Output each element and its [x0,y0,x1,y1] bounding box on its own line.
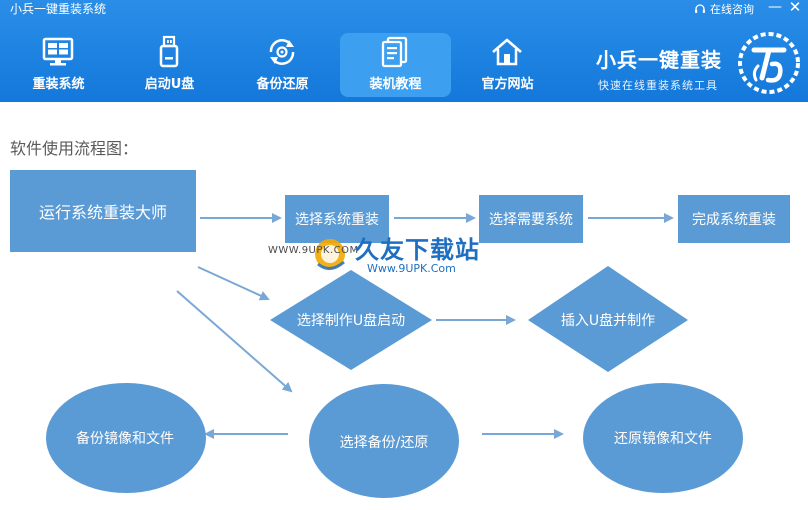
watermark-site: Www.9UPK.Com [367,262,456,275]
node-select-system-reinstall: 选择系统重装 [285,195,389,243]
home-icon [492,38,522,66]
arrow-run-to-usb [197,266,270,301]
nav-label: 备份还原 [256,77,309,92]
monitor-icon [42,37,74,66]
headset-icon [695,4,705,13]
online-consult-button[interactable]: 在线咨询 [694,2,754,16]
ellipse-backup-files [46,383,206,493]
nav-label: 启动U盘 [144,77,195,92]
backup-restore-icon [269,39,295,65]
usb-drive-icon [159,35,179,68]
node-select-needed-system: 选择需要系统 [479,195,583,243]
nav-item-install-tutorial[interactable]: 装机教程 [340,33,451,97]
nav-item-official-website[interactable]: 官方网站 [452,33,563,97]
window-title: 小兵一键重装系统 [10,2,107,16]
arrow-run-to-backup [176,290,293,393]
ellipse-restore-files [583,383,743,493]
nav-label: 重装系统 [32,77,85,92]
node-finish-reinstall: 完成系统重装 [678,195,790,243]
node-run-master: 运行系统重装大师 [10,170,196,252]
node-restore-image-files: 还原镜像和文件 [614,431,712,447]
online-consult-label: 在线咨询 [710,3,754,16]
nav-item-boot-usb[interactable]: 启动U盘 [114,33,225,97]
minimize-button[interactable]: — [768,0,782,15]
close-button[interactable]: ✕ [788,0,802,16]
ellipse-backup-restore [309,384,459,498]
node-backup-image-files: 备份镜像和文件 [76,431,174,447]
flow-diagram [46,213,743,498]
brand-slogan: 快速在线重装系统工具 [598,79,718,92]
nav-item-reinstall-system[interactable]: 重装系统 [3,33,114,97]
watermark-name: 久友下载站 [355,236,480,264]
brand-name: 小兵一键重装 [596,48,722,72]
xiaobing-logo-icon [738,32,800,94]
watermark-url: WWW.9UPK.COM [268,245,359,256]
node-select-backup-restore: 选择备份/还原 [339,435,429,451]
node-select-usb-boot: 选择制作U盘启动 [296,313,406,329]
nav-item-backup-restore[interactable]: 备份还原 [227,33,338,97]
flow-chart-title: 软件使用流程图： [10,139,139,158]
nav-label: 官方网站 [481,77,534,92]
node-insert-usb-make: 插入U盘并制作 [560,313,656,329]
diamond-usb-make [528,266,688,372]
header-bar: 小兵一键重装系统 在线咨询 — ✕ 重装系统 启动U盘 [0,0,808,102]
document-icon [381,36,408,68]
diamond-usb-start [270,270,432,370]
nav-label: 装机教程 [369,77,422,92]
